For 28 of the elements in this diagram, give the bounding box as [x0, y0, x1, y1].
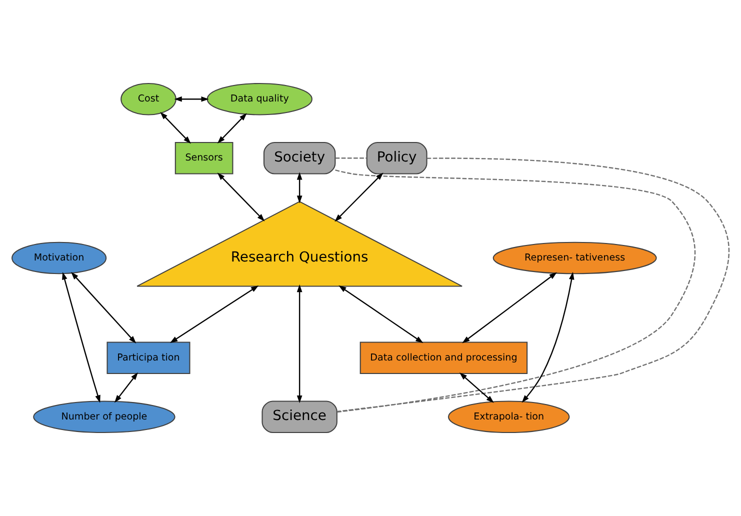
arrow: [71, 272, 136, 344]
arrow: [114, 372, 138, 403]
node-box: Society: [263, 142, 336, 174]
arrow: [170, 285, 259, 344]
node-ellipse: Data quality: [206, 82, 312, 116]
node-ellipse: Represen- tativeness: [492, 242, 657, 274]
arrow: [334, 172, 384, 222]
arrow: [174, 96, 209, 102]
node-ellipse: Number of people: [33, 400, 176, 434]
connector: [335, 158, 367, 159]
node-box: Science: [262, 400, 338, 434]
arrow: [459, 372, 494, 403]
node-box: Policy: [366, 142, 428, 174]
arrow: [338, 285, 424, 344]
node-ellipse: Extrapola- tion: [448, 400, 570, 434]
arrow: [296, 284, 302, 404]
node-box: Participa tion: [106, 342, 190, 374]
arrow: [217, 172, 265, 222]
arrow: [296, 172, 302, 204]
arrow: [462, 272, 557, 344]
arrow: [522, 272, 574, 403]
arrow: [62, 272, 100, 403]
node-box: Data collection and processing: [360, 342, 528, 374]
arrow: [160, 112, 191, 144]
arrow: [217, 113, 247, 144]
node-ellipse: Cost: [120, 82, 176, 116]
node-box: Sensors: [174, 142, 234, 174]
node-ellipse: Motivation: [12, 242, 107, 274]
